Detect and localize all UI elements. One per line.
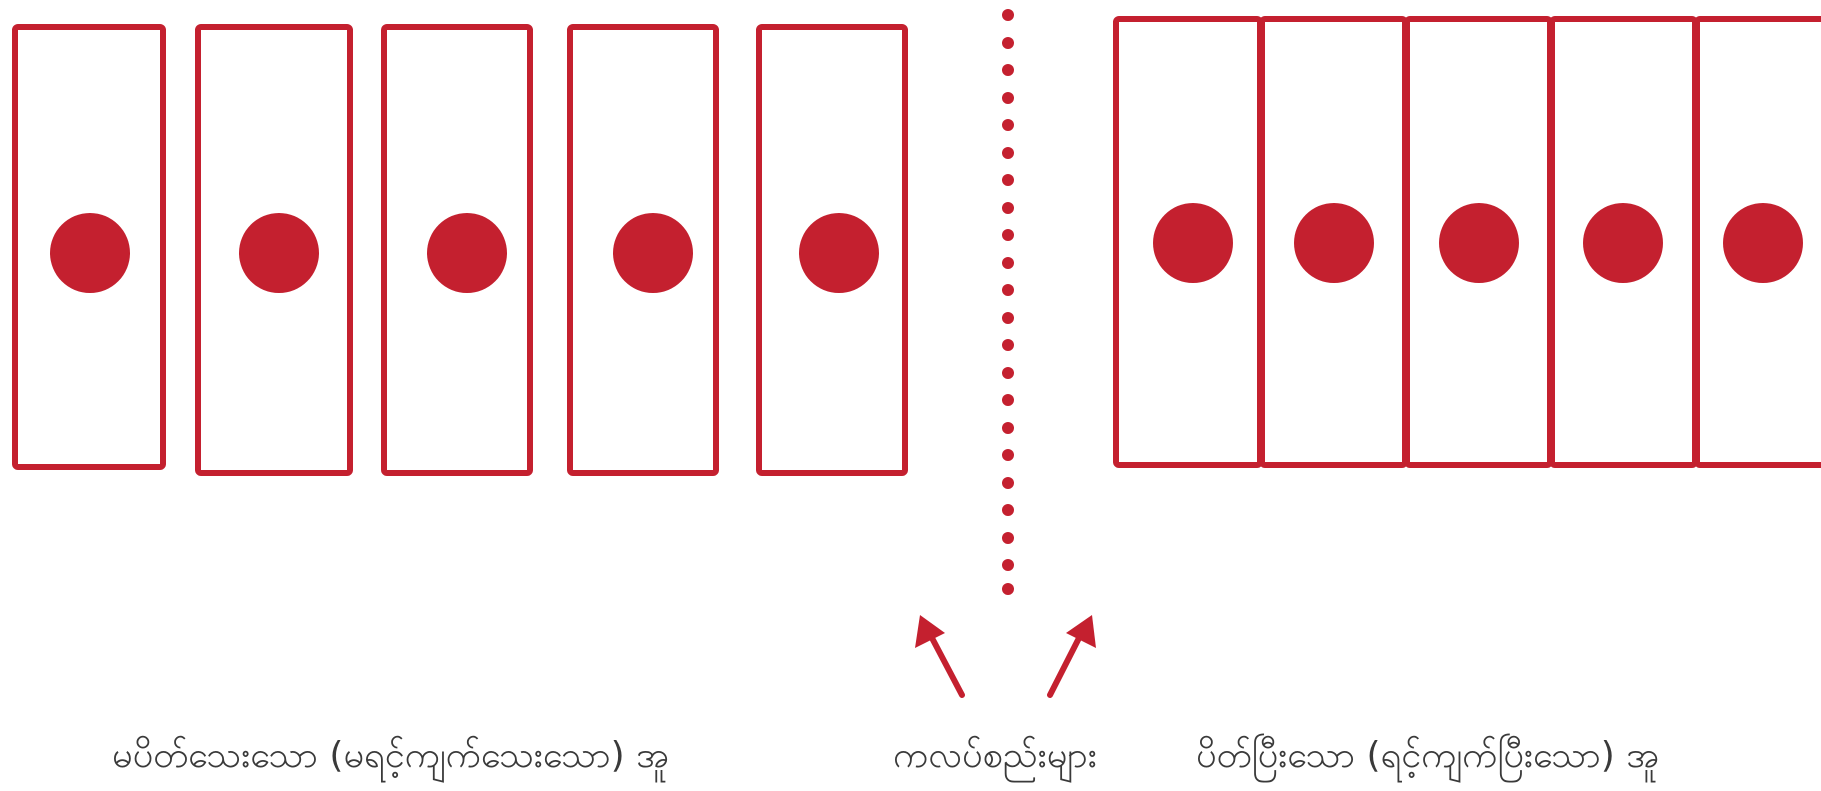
valves-label: ကလပ်စည်းများ <box>893 735 1097 776</box>
open-cell <box>12 24 166 470</box>
valve-arrow-left <box>915 615 965 698</box>
open-cell-dot <box>799 213 879 293</box>
closed-cell-dot <box>1294 203 1374 283</box>
closed-sample-label: ပိတ်ပြီးသော (ရင့်ကျက်ပြီးသော) အူ <box>1196 735 1660 776</box>
dotted-divider <box>1002 9 1014 595</box>
closed-cell-dot <box>1439 203 1519 283</box>
open-cell <box>195 24 353 476</box>
open-cell <box>381 24 533 476</box>
closed-cell-dot <box>1583 203 1663 283</box>
open-cell <box>567 24 719 476</box>
closed-cell-dot <box>1153 203 1233 283</box>
closed-cell-dot <box>1723 203 1803 283</box>
open-cell-dot <box>427 213 507 293</box>
open-group <box>12 24 908 476</box>
open-cell-dot <box>239 213 319 293</box>
open-cell <box>756 24 908 476</box>
open-sample-label: မပိတ်သေးသော (မရင့်ကျက်သေးသော) အူ <box>112 735 670 776</box>
open-cell-dot <box>613 213 693 293</box>
valve-arrow-right <box>1047 615 1096 698</box>
closed-group <box>1113 16 1821 468</box>
open-cell-dot <box>50 213 130 293</box>
closed-cell <box>1694 16 1821 468</box>
